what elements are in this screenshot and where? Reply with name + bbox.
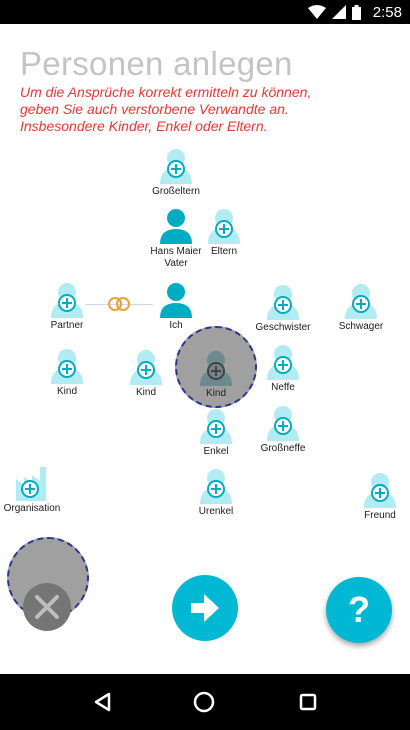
node-enkel[interactable]: Enkel [180,408,252,458]
node-partner[interactable]: Partner [31,282,103,332]
add-person-icon [156,148,196,184]
battery-icon [351,4,361,20]
node-label: Organisation [3,503,61,514]
signal-icon [331,5,346,19]
node-ich[interactable]: Ich [140,282,212,332]
add-person-icon [196,468,236,504]
add-person-icon [126,349,166,385]
node-name: Hans Maier [150,246,202,257]
node-label: Großeltern [152,186,200,197]
node-label: Eltern [210,246,238,257]
node-label: Vater [164,258,188,269]
node-label: Großneffe [260,443,306,454]
node-grossneffe[interactable]: Großneffe [247,405,319,455]
node-freund[interactable]: Freund [344,472,410,522]
node-label: Freund [364,510,396,521]
close-icon [35,595,59,619]
page-title: Personen anlegen [20,45,293,82]
add-organisation-icon [12,465,52,501]
node-label: Urenkel [198,506,234,517]
add-person-icon [341,283,381,319]
add-person-icon [196,408,236,444]
back-button[interactable] [88,688,116,716]
add-person-icon [263,405,303,441]
add-person-icon [263,344,303,380]
home-button[interactable] [190,688,218,716]
node-label: Enkel [203,446,229,457]
wifi-icon [307,5,326,19]
node-label: Partner [50,320,84,331]
node-geschwister[interactable]: Geschwister [247,284,319,334]
node-kind-2[interactable]: Kind [110,349,182,399]
recents-icon [299,693,317,711]
node-kind-3[interactable]: Kind [180,350,252,400]
page-subtitle: Um die Ansprüche korrekt ermitteln zu kö… [20,84,312,134]
add-person-icon [196,350,236,386]
back-icon [94,692,111,712]
navigation-bar [0,674,410,730]
next-button[interactable] [172,575,238,641]
node-label: Geschwister [255,322,311,333]
node-organisation[interactable]: Organisation [0,465,68,515]
node-urenkel[interactable]: Urenkel [180,468,252,518]
help-button[interactable]: ? [326,577,392,643]
wedding-rings-icon [108,297,130,311]
node-label: Kind [56,386,77,397]
help-label: ? [348,589,370,630]
status-bar: 2:58 [0,0,410,24]
add-person-icon [47,282,87,318]
node-label: Schwager [338,321,384,332]
node-label: Kind [135,387,156,398]
node-label: Kind [205,388,226,399]
partner-connector-line [85,304,153,305]
node-grosseltern[interactable]: Großeltern [140,148,212,198]
node-vater[interactable]: Hans Maier Vater [140,208,212,270]
add-person-icon [47,348,87,384]
add-person-icon [263,284,303,320]
node-eltern[interactable]: Eltern [188,208,260,258]
delete-button[interactable] [23,583,71,631]
node-label: Ich [169,320,183,331]
node-kind-1[interactable]: Kind [31,348,103,398]
node-label: Neffe [271,382,295,393]
node-neffe[interactable]: Neffe [247,344,319,394]
home-icon [193,691,215,713]
add-person-icon [204,208,244,244]
status-icons: 2:58 [307,3,402,21]
arrow-right-icon [191,594,219,622]
recents-button[interactable] [294,688,322,716]
node-schwager[interactable]: Schwager [325,283,397,333]
add-person-icon [360,472,400,508]
person-icon [156,282,196,318]
person-icon [156,208,196,244]
status-time: 2:58 [372,3,402,21]
